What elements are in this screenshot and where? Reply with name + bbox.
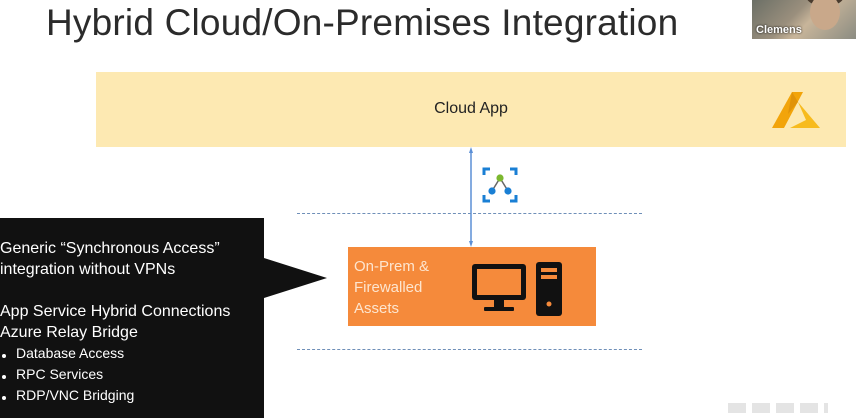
callout-bullet: RDP/VNC Bridging xyxy=(16,387,135,403)
azure-logo-icon xyxy=(772,92,820,128)
brand-watermark xyxy=(728,403,828,413)
cloud-app-box: Cloud App xyxy=(96,72,846,147)
bullet-dot xyxy=(2,354,6,358)
cloud-app-label: Cloud App xyxy=(434,100,508,117)
bullet-dot xyxy=(2,396,6,400)
presenter-face xyxy=(810,0,840,30)
relay-connection-icon xyxy=(482,167,518,203)
boundary-line-bottom xyxy=(297,349,642,350)
computer-icon xyxy=(472,262,562,316)
connector-arrow xyxy=(469,147,473,247)
callout-line-4: Azure Relay Bridge xyxy=(0,324,138,341)
callout-bullet: Database Access xyxy=(16,345,125,361)
onprem-assets-label: On-Prem & Firewalled Assets xyxy=(354,258,430,317)
boundary-line-top xyxy=(297,213,642,214)
callout-line-2: integration without VPNs xyxy=(0,261,176,278)
presenter-video-thumbnail[interactable]: Clemens xyxy=(752,0,856,39)
callout-box xyxy=(0,218,327,418)
presenter-name-tag: Clemens xyxy=(756,24,802,36)
callout-bullet: RPC Services xyxy=(16,366,104,382)
bullet-dot xyxy=(2,375,6,379)
slide-title: Hybrid Cloud/On-Premises Integration xyxy=(46,2,679,43)
callout-line-1: Generic “Synchronous Access” xyxy=(0,240,220,257)
callout-line-3: App Service Hybrid Connections xyxy=(0,303,231,320)
